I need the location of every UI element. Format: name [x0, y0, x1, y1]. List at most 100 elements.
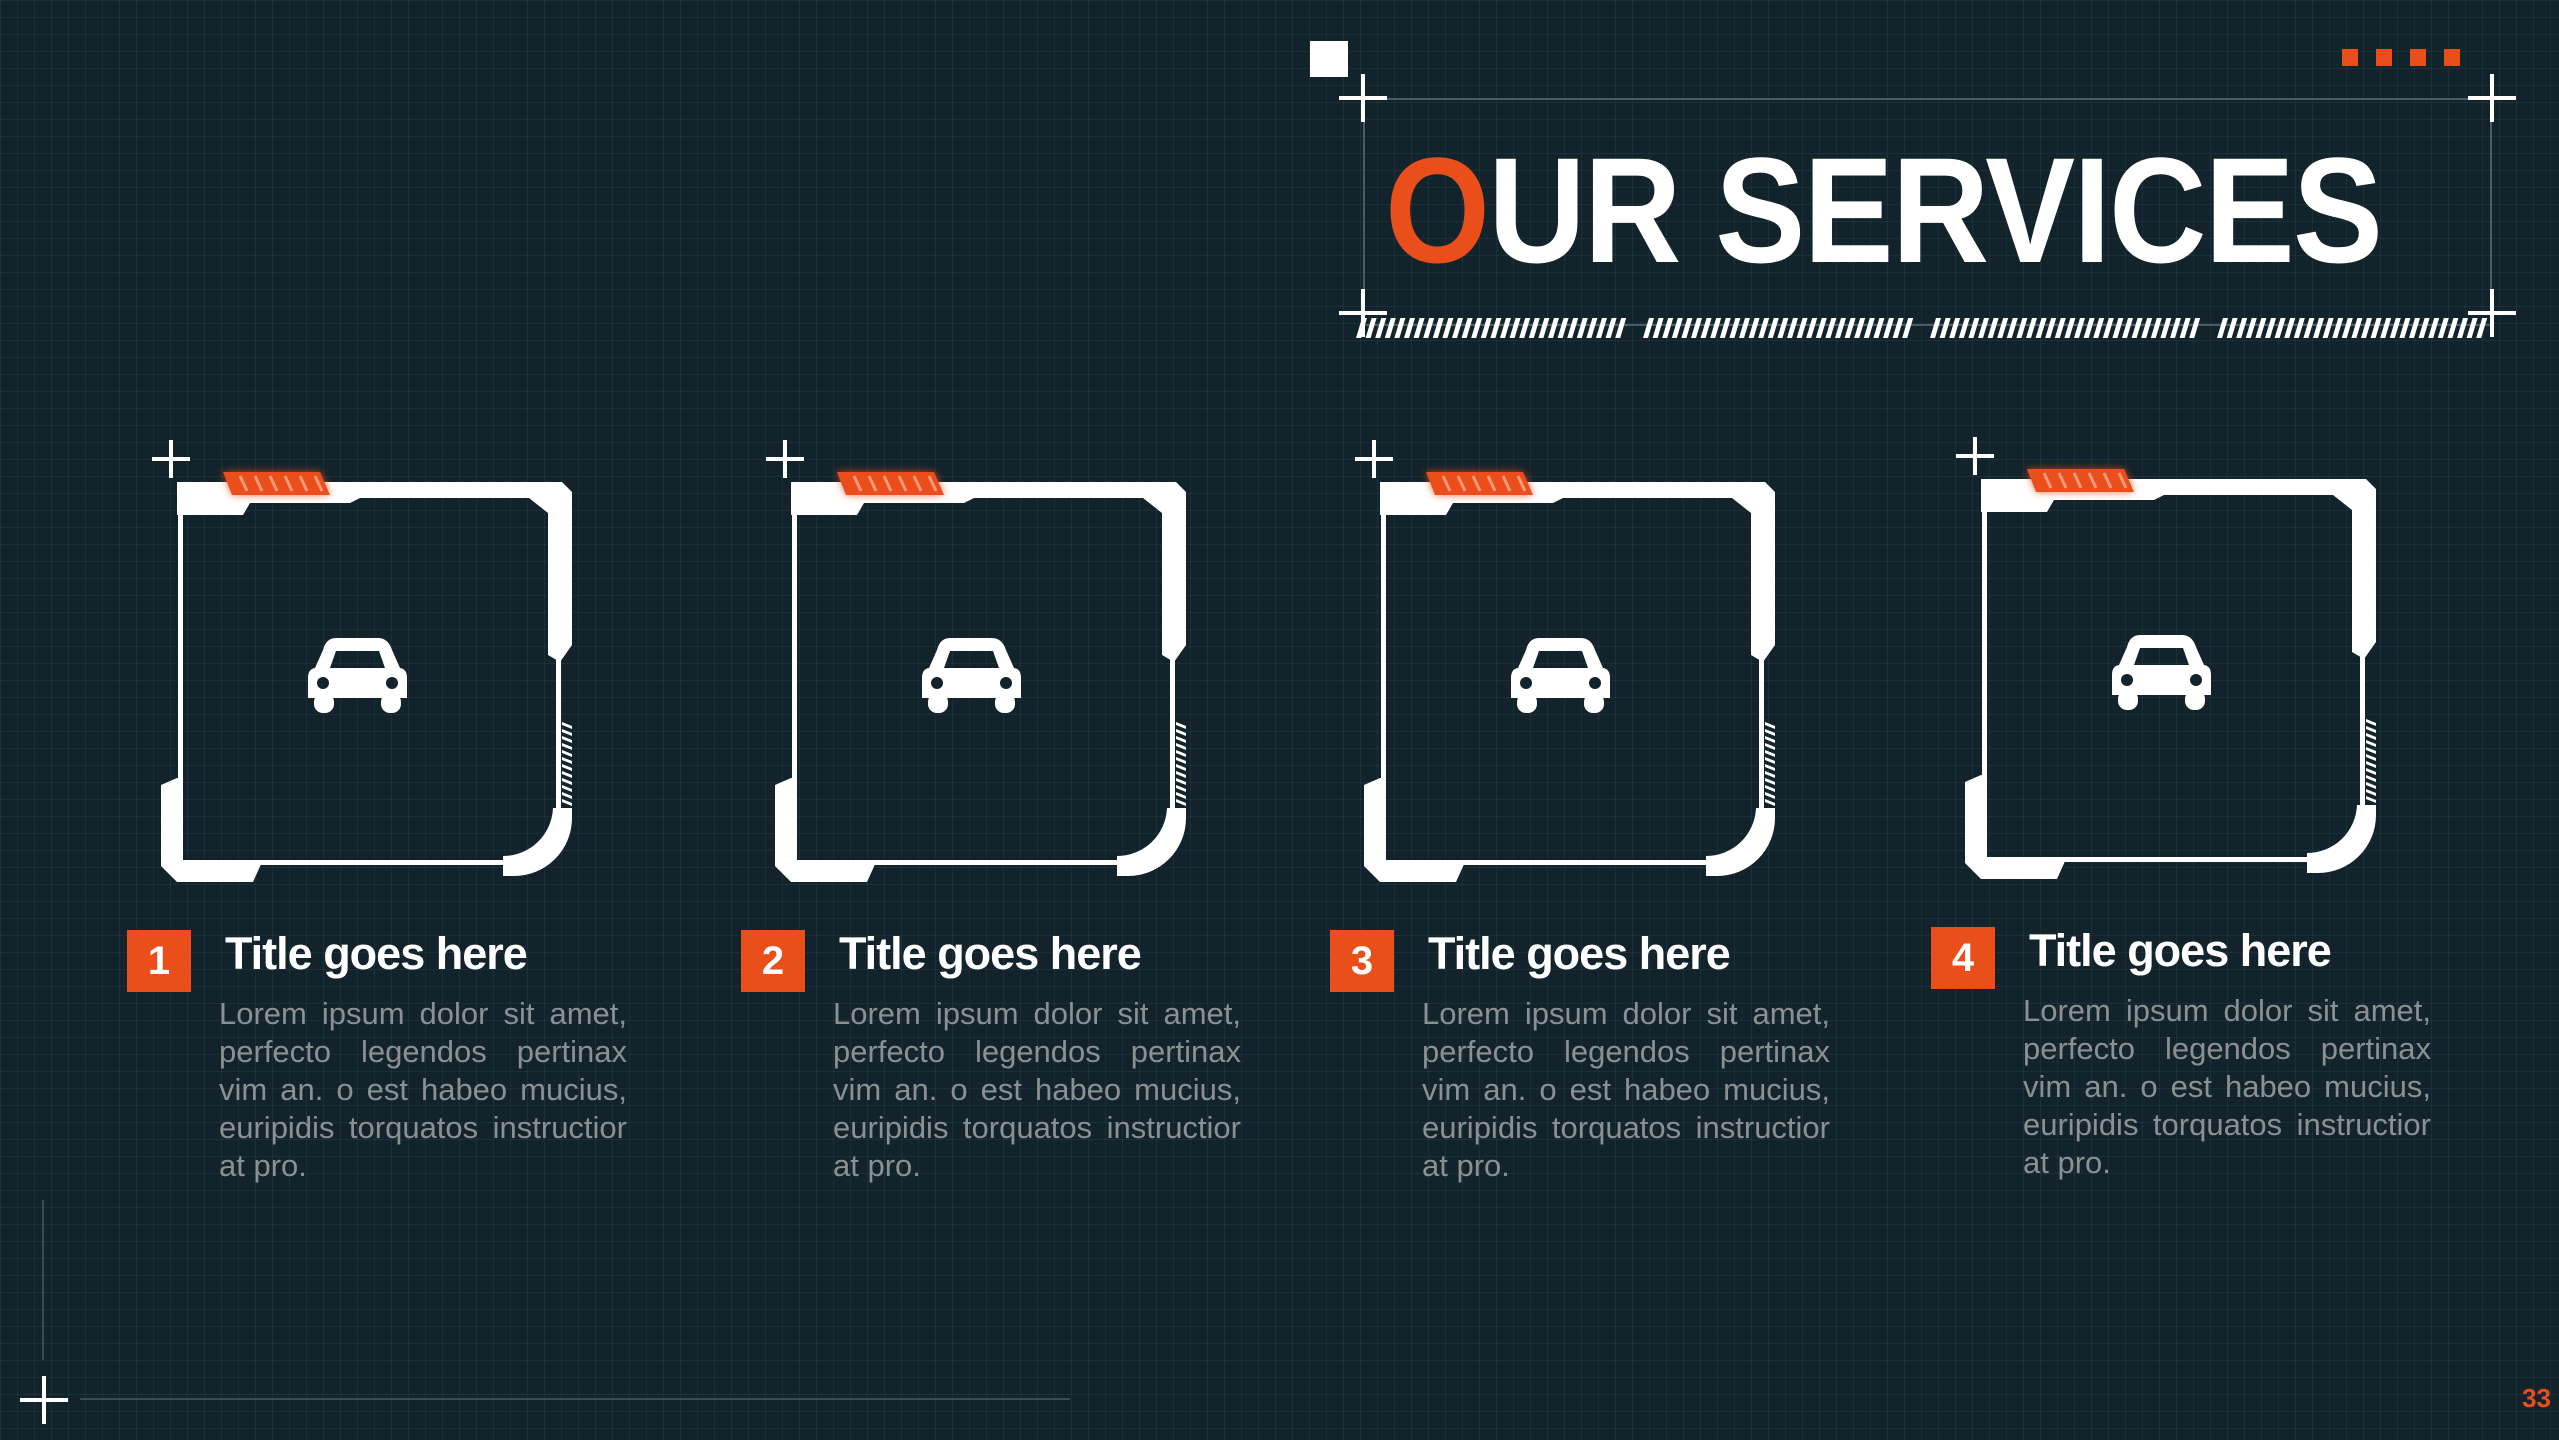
stripe	[2370, 318, 2382, 338]
stripe	[1548, 318, 1559, 338]
stripe	[1987, 318, 1999, 338]
service-description: Lorem ipsum dolor sit amet, perfecto leg…	[219, 996, 627, 1183]
stripe	[1643, 318, 1654, 338]
stripe	[1413, 318, 1425, 338]
crosshair-icon	[20, 1376, 68, 1424]
stripe	[1844, 318, 1856, 338]
stripe	[1815, 318, 1827, 338]
stripe	[1490, 318, 1502, 338]
orange-square-decoration	[2410, 49, 2426, 66]
service-title: Title goes here	[839, 928, 1142, 979]
stripe	[1997, 318, 2009, 338]
page-title: OUR SERVICES	[1385, 120, 2383, 300]
service-number-badge: 4	[1931, 927, 1995, 989]
stripe	[1729, 318, 1741, 338]
stripe	[1375, 318, 1387, 338]
stripe	[2006, 318, 2018, 338]
hud-frame	[1956, 437, 2376, 879]
orange-square-decoration	[2376, 49, 2392, 66]
stripe	[1356, 318, 1367, 338]
stripe	[1567, 318, 1579, 338]
stripe	[1586, 318, 1598, 338]
service-number-badge: 2	[741, 930, 805, 992]
stripe	[1394, 318, 1406, 338]
stripe	[2399, 318, 2411, 338]
stripe	[2054, 318, 2066, 338]
stripe	[2418, 318, 2430, 338]
orange-tab	[837, 472, 944, 495]
stripe	[1806, 318, 1818, 338]
orange-tab	[1426, 472, 1533, 495]
stripe	[2083, 318, 2095, 338]
stripe	[1978, 318, 1989, 338]
stripe	[1605, 318, 1617, 338]
stripe	[1739, 318, 1750, 338]
stripe	[1576, 318, 1588, 338]
orange-square-decoration	[2342, 49, 2358, 66]
stripe	[2409, 318, 2420, 338]
stripe	[1748, 318, 1760, 338]
stripe	[2380, 318, 2392, 338]
stripe	[2284, 318, 2296, 338]
orange-tab	[223, 472, 330, 495]
stripe	[2389, 318, 2401, 338]
stripe	[1423, 318, 1435, 338]
page-number: 33	[2522, 1383, 2551, 1413]
stripe	[1777, 318, 1789, 338]
stripe	[2236, 318, 2248, 338]
hud-frame	[766, 440, 1186, 882]
stripe	[2428, 318, 2440, 338]
stripe	[1671, 318, 1683, 338]
stripe	[2170, 318, 2181, 338]
stripe	[1930, 318, 1941, 338]
stripe	[2131, 318, 2143, 338]
stripe	[1509, 318, 1521, 338]
service-number-badge: 1	[127, 930, 191, 992]
stripe	[2313, 318, 2324, 338]
stripe	[2064, 318, 2076, 338]
stripe	[2217, 318, 2228, 338]
stripe	[1519, 318, 1531, 338]
service-title: Title goes here	[225, 928, 528, 979]
stripe	[1384, 318, 1396, 338]
stripe	[2150, 318, 2162, 338]
stripe	[2293, 318, 2305, 338]
stripe	[1500, 318, 1511, 338]
stripe	[1404, 318, 1415, 338]
stripe	[2035, 318, 2047, 338]
stripe	[1863, 318, 1875, 338]
hud-frame	[152, 440, 572, 882]
stripe	[1461, 318, 1473, 338]
stripe	[1480, 318, 1492, 338]
stripe	[2361, 318, 2372, 338]
car-icon	[1511, 638, 1610, 713]
orange-tab	[2027, 469, 2134, 492]
stripe	[1883, 318, 1894, 338]
stripe	[1691, 318, 1702, 338]
stripe	[1471, 318, 1483, 338]
crosshair-icon	[1339, 289, 1387, 337]
car-icon	[2112, 635, 2211, 710]
stripe	[1949, 318, 1961, 338]
stripe	[1442, 318, 1454, 338]
service-description: Lorem ipsum dolor sit amet, perfecto leg…	[1422, 996, 1830, 1183]
stripe	[2160, 318, 2172, 338]
stripe	[2437, 318, 2449, 338]
stripe	[2122, 318, 2133, 338]
service-description: Lorem ipsum dolor sit amet, perfecto leg…	[833, 996, 1241, 1183]
service-card: 4 Title goes here Lorem ipsum dolor sit …	[1931, 437, 2559, 1237]
stripe	[1652, 318, 1664, 338]
stripe	[1528, 318, 1540, 338]
stripe	[1835, 318, 1846, 338]
orange-square-decoration	[2444, 49, 2460, 66]
stripe	[1892, 318, 1904, 338]
left-line	[42, 1200, 44, 1360]
stripe	[2102, 318, 2114, 338]
stripe	[1719, 318, 1731, 338]
stripe	[1662, 318, 1674, 338]
stripe	[1873, 318, 1885, 338]
title-accent-letter: O	[1385, 126, 1490, 294]
stripe	[2274, 318, 2286, 338]
stripe	[2026, 318, 2037, 338]
crosshair-icon	[1339, 74, 1387, 122]
